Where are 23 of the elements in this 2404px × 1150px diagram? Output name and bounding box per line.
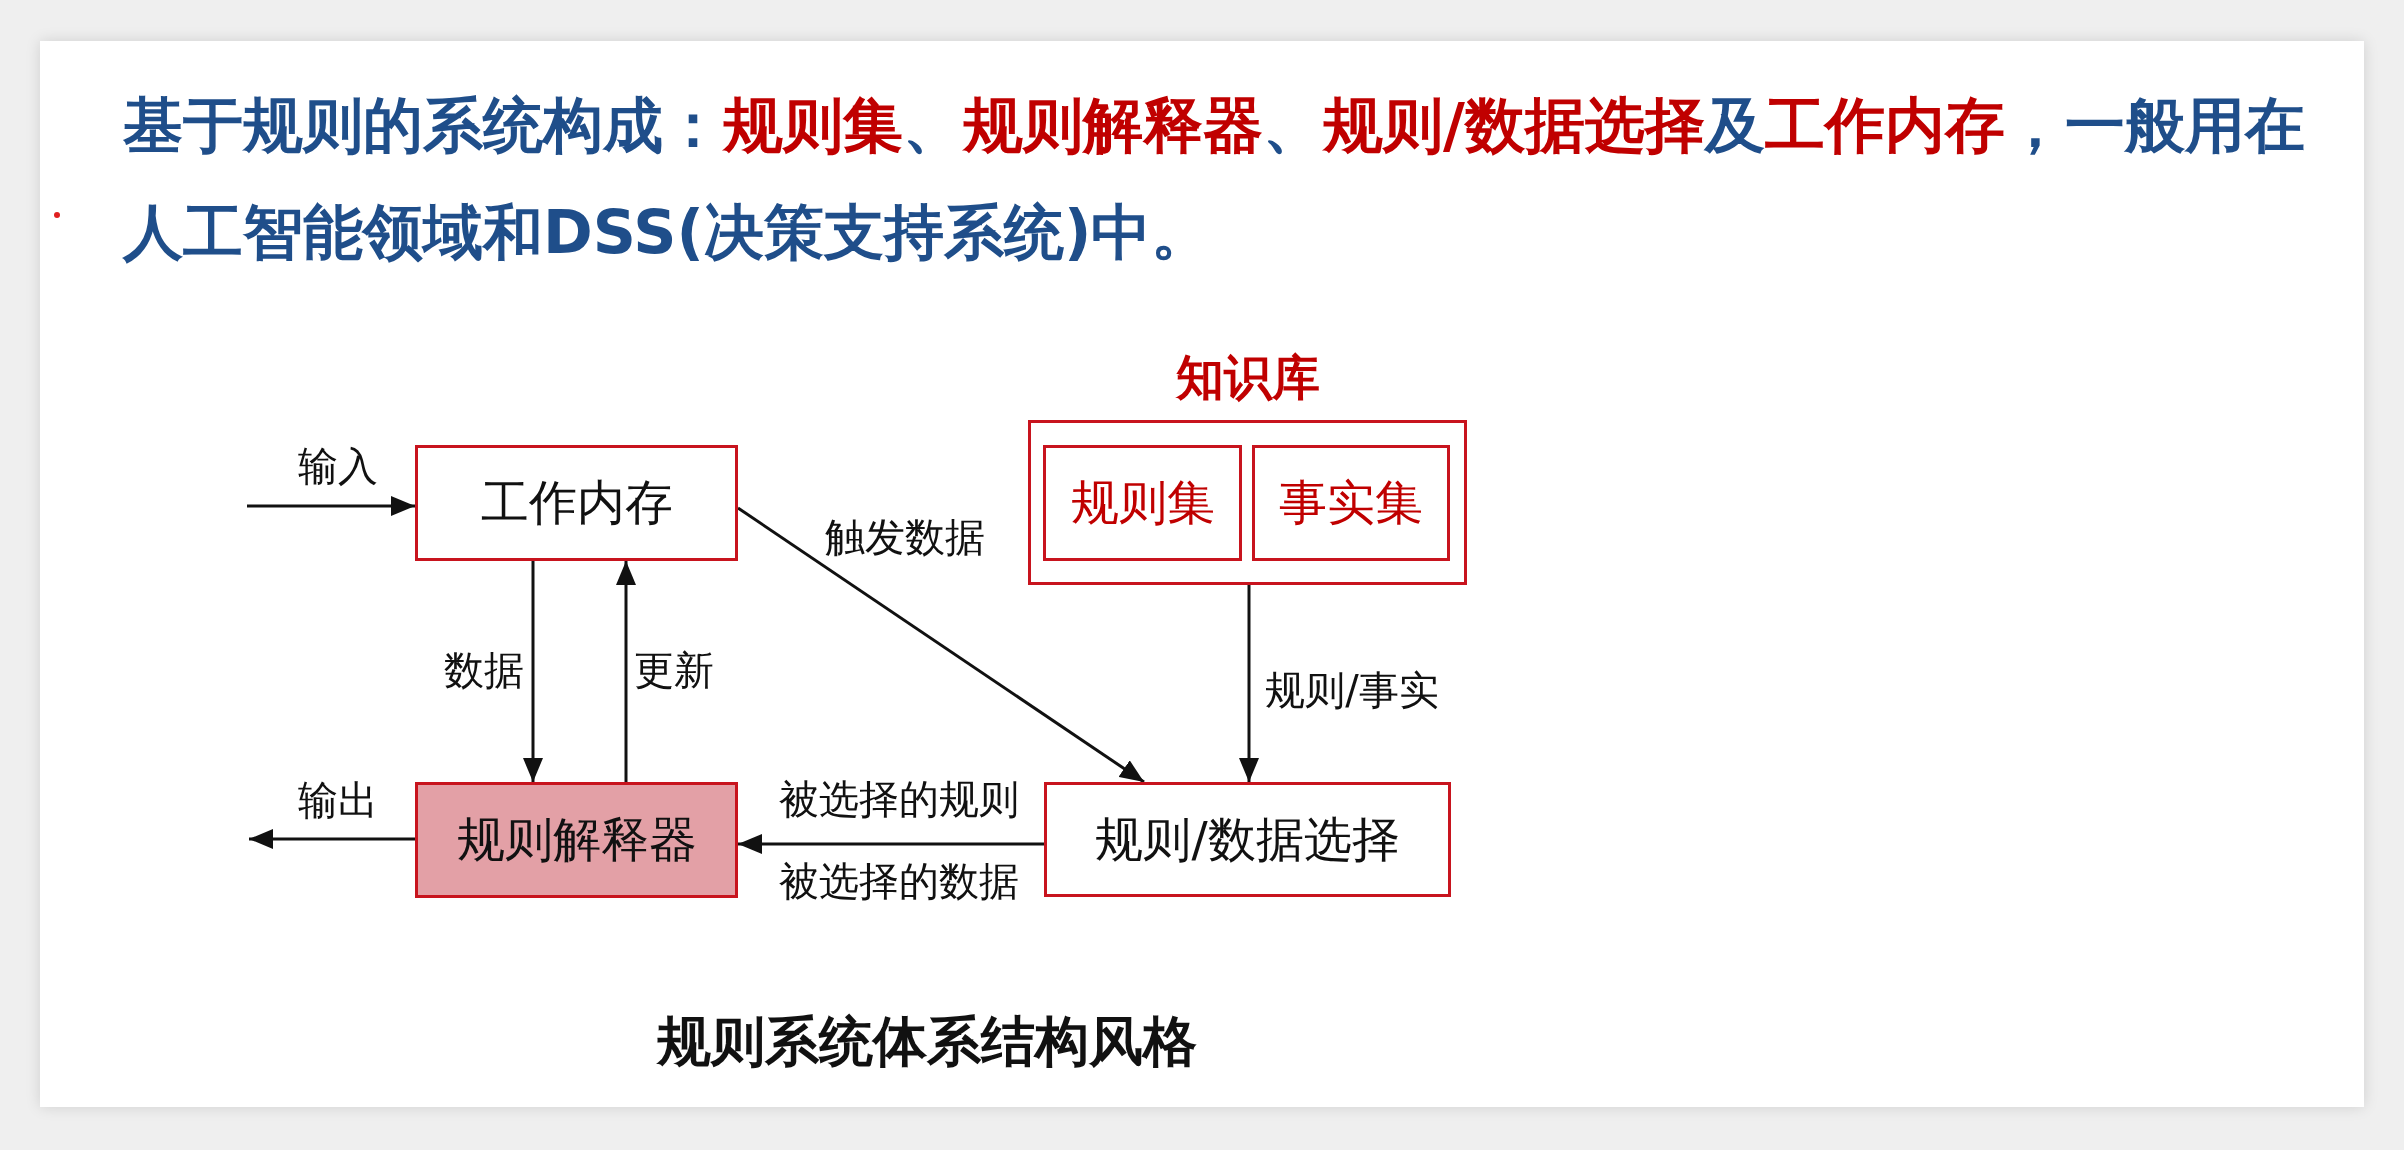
arrow	[737, 506, 1145, 784]
process-box: 规则/数据选择	[1044, 782, 1451, 897]
edge-label: 规则/事实	[1265, 666, 1439, 714]
edge-label: 数据	[444, 646, 524, 694]
edge-label: 更新	[634, 646, 714, 694]
group-heading: 知识库	[1174, 347, 1321, 407]
arrow	[249, 829, 415, 849]
caption: 规则系统体系结构风格	[657, 1009, 1197, 1075]
title: 基于规则的系统构成：规则集、规则解释器、规则/数据选择及工作内存，一般用在人工智能领域和DSS(决策支持系统)中。	[123, 89, 2306, 269]
process-box: 规则解释器	[415, 782, 738, 898]
arrow	[616, 561, 636, 782]
process-box: 事实集	[1252, 445, 1450, 561]
arrow	[738, 834, 1044, 854]
arrow	[247, 496, 415, 516]
process-box: 工作内存	[415, 445, 738, 561]
process-box: 规则集	[1043, 445, 1242, 561]
edge-label: 触发数据	[825, 513, 985, 561]
annotation: 被选择的数据	[779, 857, 1019, 905]
edge-label: 输出	[298, 776, 378, 824]
arrow	[523, 561, 543, 782]
edge-label: 输入	[298, 442, 378, 490]
arrow	[1239, 585, 1259, 782]
edge-label: 被选择的规则	[779, 775, 1019, 823]
